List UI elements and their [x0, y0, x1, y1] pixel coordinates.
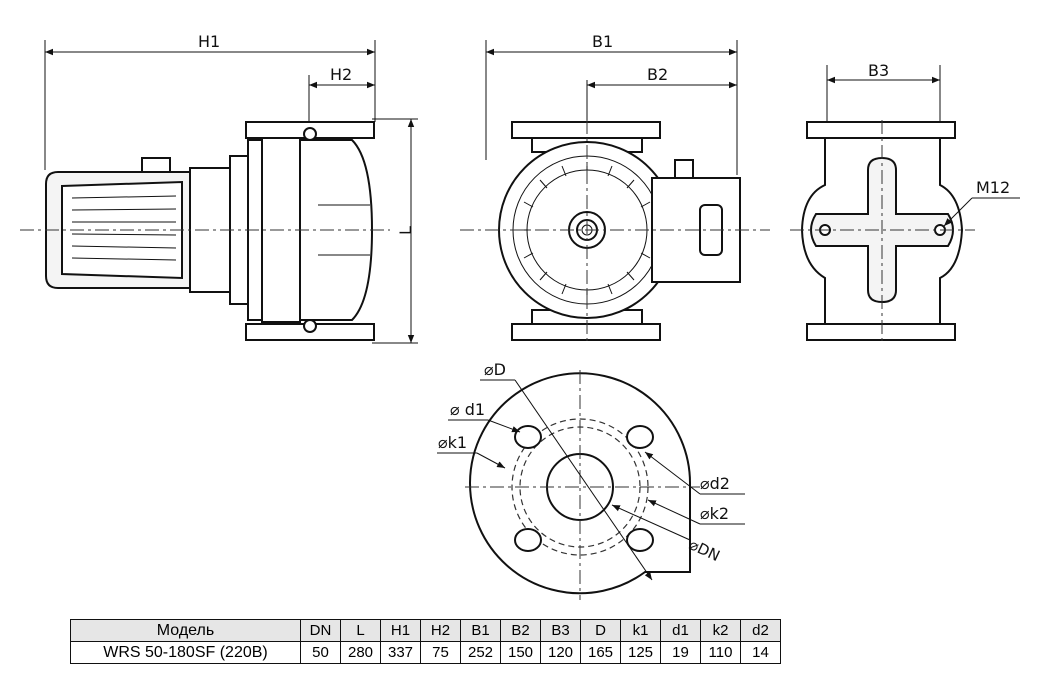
- value-cell: 150: [500, 641, 541, 664]
- header-cell: L: [340, 619, 381, 642]
- label-k1: ⌀k1: [438, 433, 467, 452]
- value-cell: 337: [380, 641, 421, 664]
- label-m12: M12: [976, 178, 1010, 197]
- header-cell: H2: [420, 619, 461, 642]
- label-h2: H2: [330, 65, 352, 84]
- header-cell: k1: [620, 619, 661, 642]
- label-dn: ⌀DN: [686, 535, 722, 565]
- technical-drawing: H1 H2 L: [20, 32, 1020, 600]
- label-d1: ⌀ d1: [450, 400, 485, 419]
- value-cell: 19: [660, 641, 701, 664]
- value-cell: 120: [540, 641, 581, 664]
- label-b2: B2: [647, 65, 668, 84]
- header-cell: DN: [300, 619, 341, 642]
- header-cell: B1: [460, 619, 501, 642]
- table-row: WRS 50-180SF (220В) 50 280 337 75 252 15…: [70, 641, 781, 664]
- value-cell: 110: [700, 641, 741, 664]
- header-cell: H1: [380, 619, 421, 642]
- header-model: Модель: [70, 619, 301, 642]
- value-cell: 14: [740, 641, 781, 664]
- header-cell: D: [580, 619, 621, 642]
- spec-table: Модель DN L H1 H2 B1 B2 B3 D k1 d1 k2 d2…: [70, 619, 781, 664]
- value-cell: 125: [620, 641, 661, 664]
- model-cell: WRS 50-180SF (220В): [70, 641, 301, 664]
- header-cell: d2: [740, 619, 781, 642]
- flange-view: ⌀D ⌀ d1 ⌀k1 ⌀d2 ⌀k2 ⌀DN: [437, 360, 745, 600]
- table-header-row: Модель DN L H1 H2 B1 B2 B3 D k1 d1 k2 d2: [70, 619, 781, 642]
- end-view: B3 M12: [790, 61, 1020, 345]
- label-d2: ⌀d2: [700, 474, 730, 493]
- label-b3: B3: [868, 61, 889, 80]
- label-d: ⌀D: [484, 360, 506, 379]
- header-cell: B3: [540, 619, 581, 642]
- value-cell: 252: [460, 641, 501, 664]
- value-cell: 75: [420, 641, 461, 664]
- label-l: L: [396, 226, 415, 235]
- label-b1: B1: [592, 32, 613, 51]
- header-cell: k2: [700, 619, 741, 642]
- value-cell: 165: [580, 641, 621, 664]
- header-cell: d1: [660, 619, 701, 642]
- value-cell: 50: [300, 641, 341, 664]
- value-cell: 280: [340, 641, 381, 664]
- label-k2: ⌀k2: [700, 504, 729, 523]
- side-view: H1 H2 L: [20, 32, 418, 344]
- front-view: B1 B2: [460, 32, 770, 345]
- label-h1: H1: [198, 32, 220, 51]
- header-cell: B2: [500, 619, 541, 642]
